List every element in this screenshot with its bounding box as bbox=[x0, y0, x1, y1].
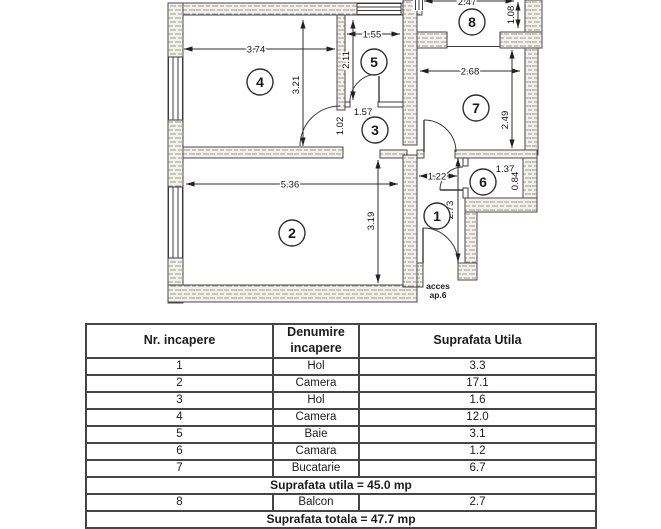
room-label-8: 8 bbox=[458, 8, 486, 36]
room-label-4: 4 bbox=[246, 68, 274, 96]
svg-text:6: 6 bbox=[479, 174, 487, 190]
room-label-3: 3 bbox=[361, 116, 389, 144]
partitions bbox=[344, 101, 469, 199]
wall-room6-bottom bbox=[464, 197, 538, 213]
wall-bottom bbox=[167, 284, 418, 303]
header-nr-incapere: Nr. incapere bbox=[85, 323, 274, 359]
door-arc-room7 bbox=[423, 119, 457, 153]
subtotal-row: Suprafata utila = 45.0 mp bbox=[85, 476, 597, 495]
room-label-1: 1 bbox=[423, 202, 451, 230]
door-arc-room4 bbox=[299, 105, 341, 147]
dim-label-3-21: 3.21 bbox=[291, 76, 302, 95]
dim-label-1-57: 1.57 bbox=[354, 107, 373, 118]
room-numbers: 1 2 3 4 5 6 7 8 bbox=[246, 8, 497, 247]
partition-room6-left-bottom bbox=[462, 187, 469, 199]
dim-label-5-36: 5.36 bbox=[281, 180, 300, 191]
dim-label-2-47: 2.47 bbox=[458, 0, 477, 8]
room-label-2: 2 bbox=[278, 219, 306, 247]
total-row: Suprafata totala = 47.7 mp bbox=[85, 510, 597, 529]
table-row: 3 Hol 1.6 bbox=[85, 391, 597, 410]
window-balcony-left bbox=[413, 0, 424, 11]
subtotal-utila: Suprafata utila = 45.0 mp bbox=[85, 476, 597, 495]
dim-label-1-02: 1.02 bbox=[335, 117, 346, 136]
floor-plan: 3.74 3.21 1.55 2.11 1.57 1.02 5.36 3.19 … bbox=[167, 0, 543, 304]
total-suprafata: Suprafata totala = 47.7 mp bbox=[85, 510, 597, 529]
svg-text:5: 5 bbox=[370, 54, 378, 70]
dim-label-3-19: 3.19 bbox=[366, 212, 377, 231]
dim-label-1-55: 1.55 bbox=[363, 30, 382, 41]
wall-balcony-sill-left bbox=[416, 31, 448, 49]
table-row: 4 Camera 12.0 bbox=[85, 408, 597, 427]
wall-mid-vertical-lower bbox=[402, 154, 418, 288]
room-label-6: 6 bbox=[469, 168, 497, 196]
svg-text:7: 7 bbox=[472, 100, 480, 116]
svg-text:4: 4 bbox=[256, 74, 264, 90]
partition-room5-bottom-right bbox=[377, 101, 404, 108]
room-areas-table: Nr. incapere Denumire incapere Suprafata… bbox=[85, 323, 597, 529]
windows bbox=[168, 0, 501, 259]
header-denumire: Denumire incapere bbox=[272, 323, 360, 359]
dimensions: 3.74 3.21 1.55 2.11 1.57 1.02 5.36 3.19 … bbox=[184, 0, 523, 283]
floor-plan-drawing: 3.74 3.21 1.55 2.11 1.57 1.02 5.36 3.19 … bbox=[167, 0, 543, 304]
dim-label-1-22: 1.22 bbox=[428, 172, 447, 183]
wall-stub-room3-bottom bbox=[379, 149, 408, 159]
dim-label-3-74: 3.74 bbox=[247, 45, 266, 56]
wall-room7-bottom-left-stub bbox=[416, 149, 425, 159]
dim-label-2-68: 2.68 bbox=[461, 67, 480, 78]
wall-divider-room4-room2 bbox=[182, 146, 344, 159]
window-room2 bbox=[168, 186, 183, 259]
table-header-row: Nr. incapere Denumire incapere Suprafata… bbox=[85, 323, 597, 359]
table-row: 2 Camera 17.1 bbox=[85, 374, 597, 393]
room-label-7: 7 bbox=[462, 94, 490, 122]
dim-label-0-84: 0.84 bbox=[510, 172, 521, 191]
partition-room6-left-top bbox=[462, 157, 469, 167]
svg-text:2: 2 bbox=[288, 225, 296, 241]
wall-room7-bottom-right bbox=[454, 149, 538, 159]
window-room4 bbox=[168, 56, 183, 121]
wall-entry-left-stub bbox=[416, 262, 424, 288]
wall-entry-right-stub bbox=[457, 262, 478, 281]
table-row-balcon: 8 Balcon 2.7 bbox=[85, 493, 597, 512]
dim-label-1-37: 1.37 bbox=[496, 164, 515, 175]
table-row: 5 Baie 3.1 bbox=[85, 425, 597, 444]
dim-label-2-49: 2.49 bbox=[500, 111, 511, 130]
dim-label-2-11: 2.11 bbox=[341, 51, 352, 69]
svg-text:1: 1 bbox=[433, 208, 441, 224]
table-row: 6 Camara 1.2 bbox=[85, 442, 597, 461]
table-row: 7 Bucatarie 6.7 bbox=[85, 459, 597, 478]
access-label: acces ap.6 bbox=[426, 281, 450, 300]
balcony-door-opening bbox=[446, 32, 501, 48]
wall-balcony-sill-right bbox=[499, 31, 543, 49]
window-room5-top bbox=[356, 3, 402, 15]
svg-text:8: 8 bbox=[468, 14, 476, 30]
access-label-line2: ap.6 bbox=[429, 290, 446, 300]
wall-room4-room5 bbox=[336, 14, 346, 111]
door-arc-entrance bbox=[422, 227, 459, 264]
wall-balcony-right bbox=[524, 0, 543, 33]
room-label-5: 5 bbox=[360, 48, 388, 76]
access-label-line1: acces bbox=[426, 281, 450, 291]
wall-room7-right bbox=[524, 47, 539, 156]
header-suprafata: Suprafata Utila bbox=[358, 323, 597, 359]
area-table: Nr. incapere Denumire incapere Suprafata… bbox=[85, 323, 597, 529]
wall-mid-vertical-upper bbox=[402, 0, 418, 146]
door-arc-room5 bbox=[349, 73, 379, 103]
dim-label-1-08: 1.08 bbox=[506, 6, 517, 25]
svg-text:3: 3 bbox=[371, 122, 379, 138]
walls bbox=[167, 0, 543, 304]
partition-room5-bottom-left bbox=[344, 101, 351, 108]
table-row: 1 Hol 3.3 bbox=[85, 357, 597, 376]
